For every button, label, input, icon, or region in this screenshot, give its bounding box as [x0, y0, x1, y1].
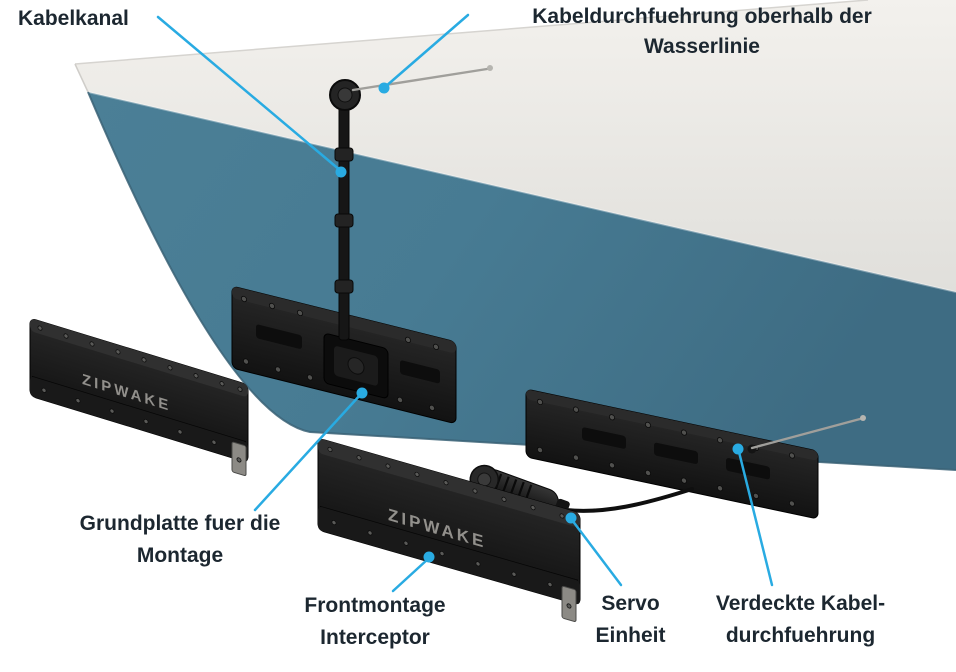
leader-grundplatte: [253, 392, 363, 512]
leader-servo: [570, 518, 623, 587]
servo-housing: [323, 333, 389, 399]
label-servo: Servo Einheit: [578, 588, 683, 652]
dot-servo: [565, 512, 577, 524]
leader-frontmontage: [391, 557, 430, 593]
hull-topside: [75, 0, 956, 292]
mounting-plate-right: [525, 389, 819, 519]
label-kabelkanal: Kabelkanal: [18, 7, 129, 30]
label-kabeldurchfuehrung: Kabeldurchfuehrung oberhalb der Wasserli…: [452, 2, 952, 62]
leader-kabeldurchfuehrung: [383, 13, 470, 89]
dot-kabeldurchfuehrung: [378, 82, 390, 94]
cable-channel: [329, 65, 493, 341]
label-verdeckte-line1: Verdeckte Kabel-: [715, 592, 886, 615]
label-kabeldurchfuehrung-line1: Kabeldurchfuehrung oberhalb der: [532, 5, 872, 28]
interceptor-left: ZIPWAKE: [29, 319, 249, 477]
label-grundplatte-line1: Grundplatte fuer die: [79, 512, 281, 535]
dot-verdeckte: [732, 443, 744, 455]
waterline: [87, 91, 956, 293]
label-verdeckte-line2: durchfuehrung: [725, 624, 876, 647]
servo-cable: [564, 487, 694, 513]
interceptor-front: ZIPWAKE: [317, 438, 581, 623]
antenna-cable-top: [351, 67, 489, 92]
label-servo-line2: Einheit: [595, 624, 666, 647]
label-kabeldurchfuehrung-line2: Wasserlinie: [644, 35, 760, 58]
label-frontmontage-line2: Interceptor: [320, 626, 430, 649]
label-verdeckte: Verdeckte Kabel- durchfuehrung: [683, 588, 918, 652]
leader-kabelkanal: [156, 15, 343, 173]
leader-lines: [156, 13, 774, 593]
dot-kabelkanal: [335, 166, 347, 178]
leader-verdeckte: [737, 450, 774, 587]
label-frontmontage: Frontmontage Interceptor: [290, 590, 460, 654]
label-servo-line1: Servo: [601, 592, 660, 615]
label-grundplatte: Grundplatte fuer die Montage: [30, 508, 330, 572]
antenna-cable-right: [750, 417, 862, 450]
dot-grundplatte: [356, 387, 368, 399]
dot-frontmontage: [423, 551, 435, 563]
label-grundplatte-line2: Montage: [136, 544, 224, 567]
concealed-cable-gland: [747, 415, 866, 454]
label-frontmontage-line1: Frontmontage: [304, 594, 446, 617]
mounting-plate-center: [231, 286, 457, 424]
